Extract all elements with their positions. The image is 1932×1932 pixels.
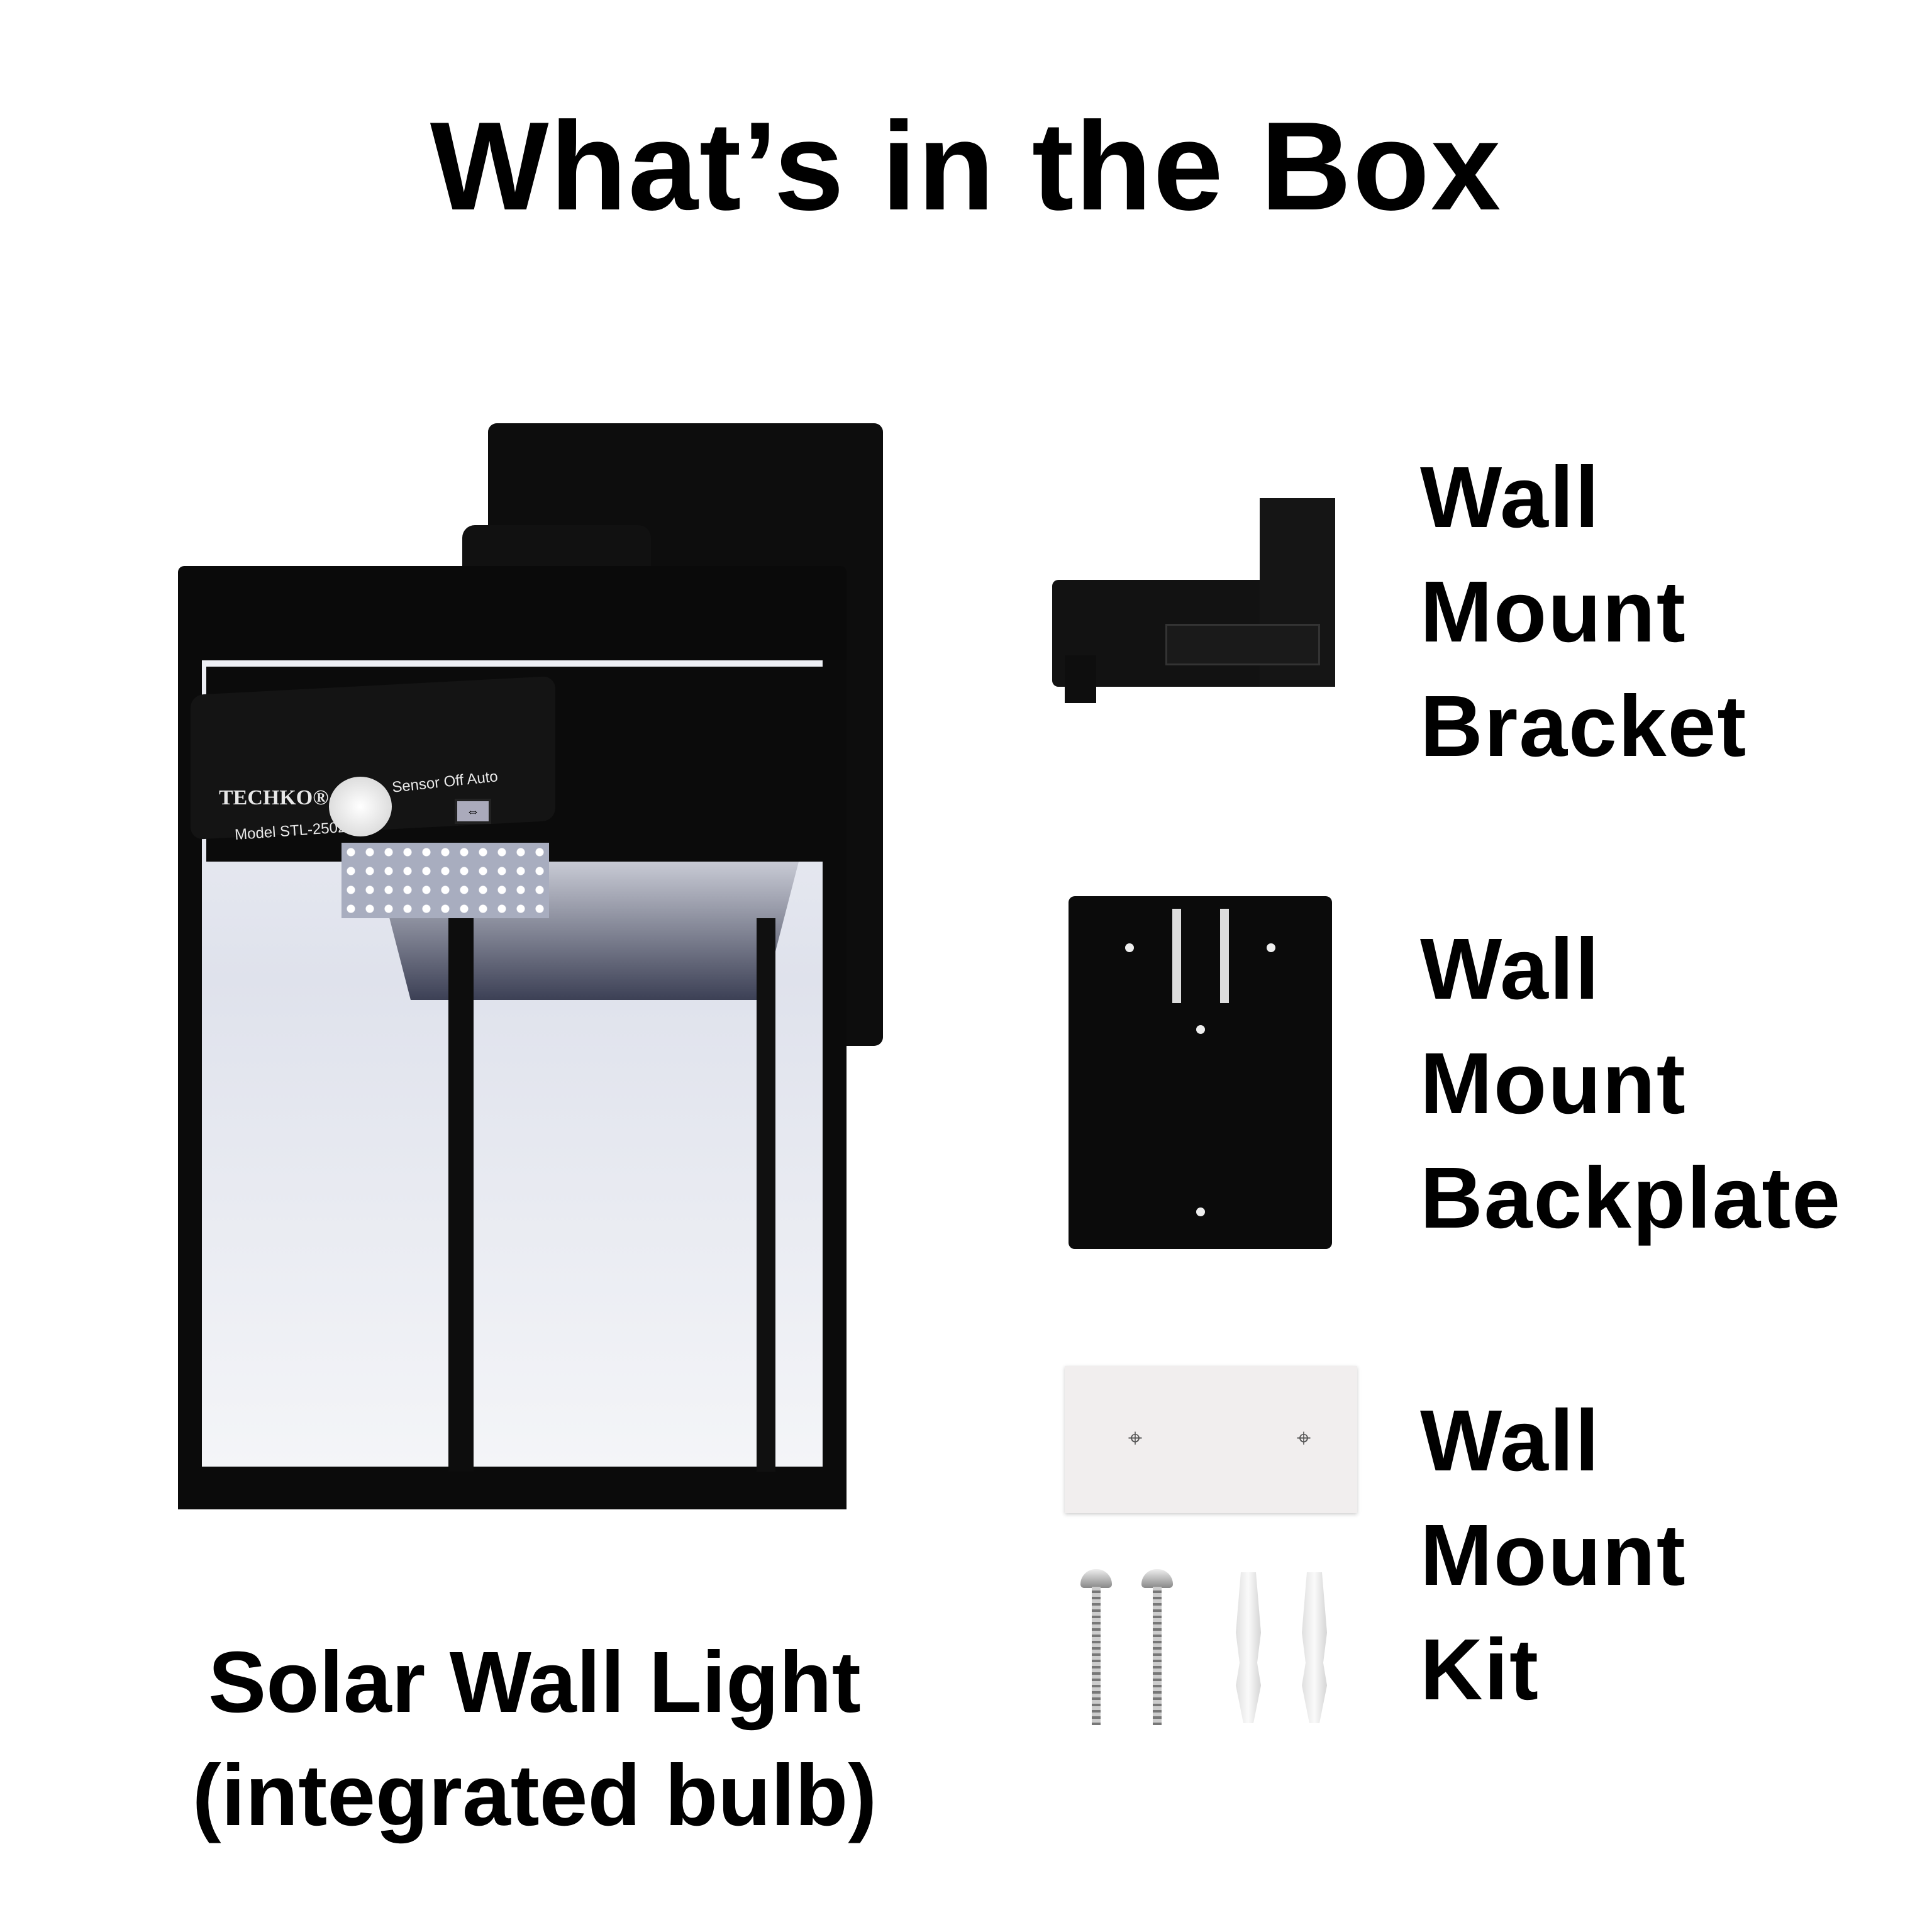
backplate-slot [1172,909,1229,1003]
label-line: Mount [1420,1507,1687,1604]
crosshair-icon: ⌖ [1296,1424,1311,1452]
drilling-template-card: ⌖ ⌖ [1065,1366,1357,1513]
kit-label: Wall Mount Kit [1420,1384,1687,1727]
lamp-post [757,918,775,1497]
motion-sensor [329,777,392,836]
brand-logo: TECHKO® [219,786,329,809]
mode-switch-icon: ⇔ [455,799,491,824]
label-line: Mount [1420,1035,1687,1132]
wall-anchor-icon [1236,1572,1261,1723]
wall-mount-backplate-image [1069,896,1332,1249]
backplate-label: Wall Mount Backplate [1420,912,1841,1255]
label-line: Wall [1420,449,1601,546]
label-line: Wall [1420,1392,1601,1489]
screw-icon [1141,1569,1173,1726]
lamp-base [178,1472,847,1509]
label-line: Wall [1420,921,1601,1018]
crosshair-icon: ⌖ [1128,1424,1143,1452]
label-line: Mount [1420,564,1687,660]
lamp-body: TECHKO® Model STL-2502 Sensor Off Auto ⇔ [178,566,847,1557]
lamp-caption-line1: Solar Wall Light [208,1634,861,1731]
lamp-roof [178,566,847,660]
bracket-label: Wall Mount Bracket [1420,440,1747,784]
lamp-caption-line2: (integrated bulb) [192,1747,877,1844]
led-array [341,843,549,918]
lamp-post [448,918,474,1497]
page-title: What’s in the Box [430,96,1502,236]
wall-mount-bracket-image [1052,498,1345,703]
wall-anchor-icon [1302,1572,1327,1723]
label-line: Kit [1420,1621,1540,1718]
label-line: Bracket [1420,678,1748,775]
label-line: Backplate [1420,1150,1841,1246]
screw-icon [1080,1569,1112,1726]
